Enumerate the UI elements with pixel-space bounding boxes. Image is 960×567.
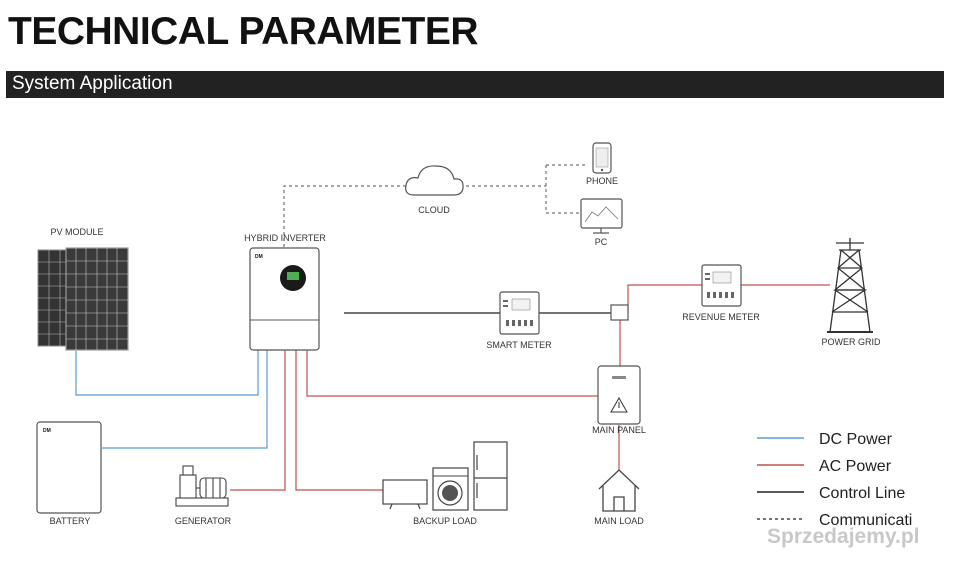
dc-power-lines xyxy=(75,350,268,449)
legend-comm-label: Communicati xyxy=(819,512,912,529)
pc-icon xyxy=(580,198,623,234)
pv-module-icon xyxy=(37,247,129,351)
power-grid-label: POWER GRID xyxy=(821,337,881,347)
cloud-label: CLOUD xyxy=(418,205,450,215)
generator-icon xyxy=(175,465,229,507)
pc-label: PC xyxy=(595,237,608,247)
hybrid-inverter-label: HYBRID INVERTER xyxy=(244,233,326,243)
watermark: Sprzedajemy.pl xyxy=(767,525,920,548)
main-panel-label: MAIN PANEL xyxy=(592,425,646,435)
ac-power-lines xyxy=(230,284,830,491)
legend-control-label: Control Line xyxy=(819,485,905,502)
revenue-meter-icon xyxy=(701,264,742,307)
battery-brand: DM xyxy=(43,428,51,434)
battery-label: BATTERY xyxy=(50,516,91,526)
inverter-brand: DM xyxy=(255,254,263,260)
legend-ac-label: AC Power xyxy=(819,458,892,475)
page-title: TECHNICAL PARAMETER xyxy=(8,10,479,53)
battery-icon: DM xyxy=(36,421,102,514)
cloud-icon xyxy=(405,165,464,196)
junction-box xyxy=(610,304,629,321)
revenue-meter-label: REVENUE METER xyxy=(682,312,760,322)
main-panel-icon xyxy=(597,365,641,425)
backup-load-label: BACKUP LOAD xyxy=(413,516,477,526)
phone-label: PHONE xyxy=(586,176,618,186)
main-load-label: MAIN LOAD xyxy=(594,516,644,526)
house-icon xyxy=(598,469,640,512)
watermark-text: Sprzedajemy.pl xyxy=(767,525,920,548)
legend-dc-label: DC Power xyxy=(819,431,893,448)
tv-icon xyxy=(382,479,428,510)
power-grid-icon xyxy=(827,238,873,333)
legend: DC Power AC Power Control Line Communica… xyxy=(757,431,912,529)
refrigerator-icon xyxy=(473,441,508,511)
phone-icon xyxy=(592,142,612,174)
section-title: System Application xyxy=(12,73,173,94)
pv-module-label: PV MODULE xyxy=(50,227,103,237)
hybrid-inverter-icon: DM xyxy=(249,247,320,351)
washing-machine-icon xyxy=(432,467,469,511)
generator-label: GENERATOR xyxy=(175,516,232,526)
communication-lines xyxy=(283,164,588,247)
smart-meter-icon xyxy=(499,291,540,335)
section-header: System Application xyxy=(6,71,944,98)
smart-meter-label: SMART METER xyxy=(486,340,552,350)
